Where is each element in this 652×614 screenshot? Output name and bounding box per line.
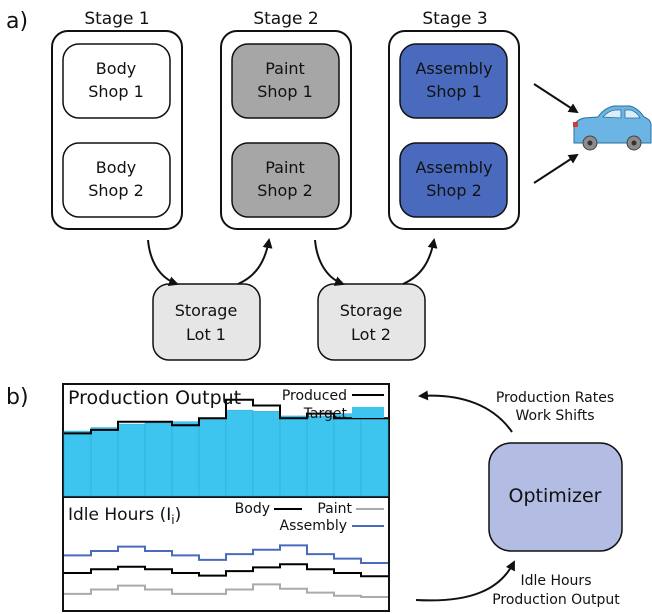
assembly-shop-1-label-line1: Assembly	[415, 59, 492, 78]
body-shop-1-label-line1: Body	[96, 59, 136, 78]
optimizer-label: Optimizer	[508, 485, 601, 507]
target-bar	[225, 409, 254, 497]
idle-hours-title: Idle Hours (Ii)	[68, 505, 181, 527]
production-target-bars	[63, 409, 389, 497]
assembly-shop-1	[399, 43, 508, 119]
arrow-lot1-to-stage2	[237, 238, 273, 285]
paint-shop-1	[231, 43, 340, 119]
legend-produced-label: Produced	[282, 388, 347, 404]
storage-lot-2-label-line1: Storage	[340, 301, 403, 320]
arrow-optimizer-to-chart	[418, 390, 513, 433]
target-bar	[144, 422, 173, 497]
storage-lot-2	[317, 283, 426, 361]
target-bar	[360, 419, 389, 497]
paint-shop-2	[231, 142, 340, 218]
body-shop-2-label-line1: Body	[96, 158, 136, 177]
idle-assembly-series-line	[64, 544, 388, 564]
assembly-shop-2	[399, 142, 508, 218]
body-shop-1	[62, 43, 171, 119]
panel-b-label: b)	[6, 385, 29, 410]
panel-a-label: a)	[6, 9, 28, 34]
storage-lot-1-label-line2: Lot 1	[186, 325, 226, 344]
produced-series-line	[64, 398, 388, 435]
arrow-lot2-to-stage3	[402, 238, 438, 285]
target-bar	[198, 419, 227, 497]
storage-lot-2-label-line2: Lot 2	[351, 325, 391, 344]
idle-paint-series-line	[64, 583, 388, 598]
legend-target-swatch	[352, 407, 384, 418]
body-shop-2	[62, 142, 171, 218]
legend-body-label: Body	[235, 501, 270, 517]
target-bar	[333, 413, 362, 497]
target-bar	[306, 415, 335, 497]
target-bar	[279, 415, 308, 497]
target-bar	[252, 411, 281, 497]
assembly-shop-2-label-line1: Assembly	[415, 158, 492, 177]
storage-lot-1	[152, 283, 261, 361]
stage-3-title: Stage 3	[422, 9, 487, 29]
paint-shop-2-label-line2: Shop 2	[257, 181, 313, 200]
legend-target-label: Target	[303, 406, 348, 422]
stage-1-title: Stage 1	[84, 9, 149, 29]
body-shop-1-label-line2: Shop 1	[88, 82, 144, 101]
optimizer-outputs-line2: Production Output	[492, 592, 620, 608]
arrow-chart-to-optimizer	[415, 560, 515, 602]
storage-lot-1-label-line1: Storage	[175, 301, 238, 320]
arrow-shop2-to-car	[533, 153, 579, 184]
arrow-shop1-to-car	[533, 83, 579, 114]
optimizer-inputs-line1: Production Rates	[496, 390, 614, 406]
legend-assembly-label: Assembly	[280, 518, 347, 534]
arrow-stage1-to-lot1	[147, 239, 179, 287]
car-icon	[573, 105, 652, 151]
optimizer-box	[488, 442, 623, 552]
body-shop-2-label-line2: Shop 2	[88, 181, 144, 200]
arrow-stage2-to-lot2	[314, 239, 345, 286]
production-output-title: Production Output	[68, 387, 241, 409]
target-bar	[63, 430, 92, 497]
optimizer-outputs-line1: Idle Hours	[521, 573, 592, 589]
paint-shop-1-label-line2: Shop 1	[257, 82, 313, 101]
target-bar	[117, 423, 146, 497]
stage-2-box	[220, 30, 352, 230]
paint-shop-1-label-line1: Paint	[265, 59, 305, 78]
stage-2-title: Stage 2	[253, 9, 318, 29]
legend-paint-label: Paint	[317, 501, 352, 517]
assembly-shop-2-label-line2: Shop 2	[426, 181, 482, 200]
paint-shop-2-label-line1: Paint	[265, 158, 305, 177]
target-bar	[90, 427, 119, 497]
target-bar	[171, 421, 200, 497]
stage-3-box	[388, 30, 520, 230]
stage-1-box	[51, 30, 183, 230]
optimizer-inputs-line2: Work Shifts	[515, 408, 594, 424]
assembly-shop-1-label-line2: Shop 1	[426, 82, 482, 101]
idle-body-series-line	[64, 563, 388, 578]
